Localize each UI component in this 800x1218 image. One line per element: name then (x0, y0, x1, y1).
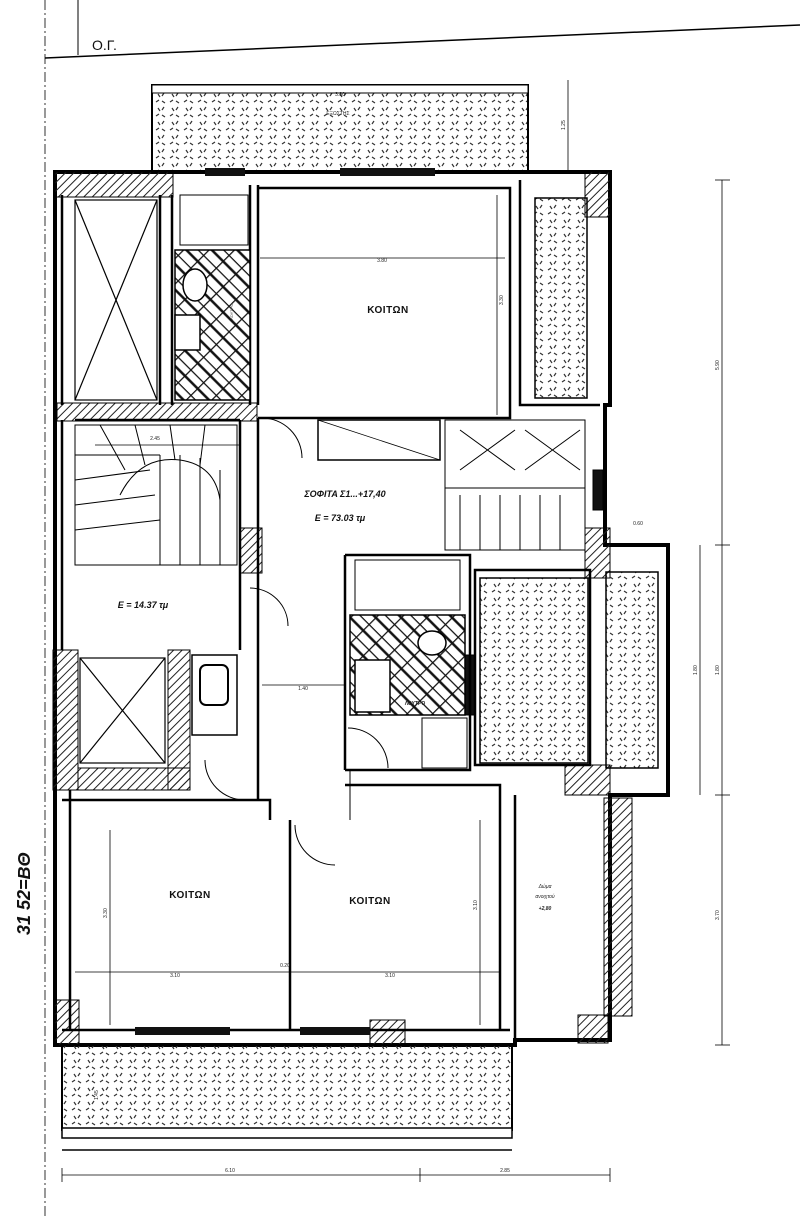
spiral-stair (74, 424, 238, 566)
outer-walls (53, 170, 670, 1047)
bath-left-label: ΛΟΥΤΡΟ (229, 304, 234, 320)
dim-bed-l-width: 3.10 (170, 973, 180, 979)
terrace-note-1: Δώμα (538, 883, 552, 890)
dim-overall-b: 2.85 (500, 1168, 510, 1174)
dim-small-gap: 0.60 (633, 521, 643, 527)
dim-bedroom-depth: 3.30 (499, 295, 505, 305)
main-title: ΣΟΦΙΤΑ Σ1...+17,40 (303, 489, 385, 499)
dim-bottom-depth: 1.45 (94, 1090, 100, 1100)
bathroom-right: ΛΟΥΤΡΟ (349, 559, 468, 769)
dimension-lines (61, 80, 730, 1182)
balcony-top: ΕΞΩΣΤΗΣ 3.80 (151, 84, 529, 172)
dim-mid-wall: 0.20 (280, 963, 290, 969)
balcony-top-label: ΕΞΩΣΤΗΣ (326, 111, 349, 117)
dim-bed-depth-l: 3.30 (103, 908, 109, 918)
room-bedroom-right: ΚΟΙΤΩΝ (349, 896, 391, 907)
terrace-note-3: +2,80 (539, 906, 552, 912)
right-balconies (479, 197, 659, 1017)
boundary-label: Ο.Γ. (92, 37, 117, 53)
dim-top-width: 3.80 (335, 92, 345, 98)
doors (204, 417, 389, 866)
dim-bed-r-width: 3.10 (385, 973, 395, 979)
dim-right-b: 1.80 (715, 665, 721, 675)
property-boundary: Ο.Γ. (44, 0, 800, 1218)
dim-right-a: 5.90 (715, 360, 721, 370)
interior-walls (60, 180, 600, 1040)
windows (135, 168, 435, 1035)
dim-right-c: 3.70 (715, 910, 721, 920)
side-label: 31 52=ΒΘ (14, 852, 34, 935)
dim-top-depth: 1.25 (561, 120, 567, 130)
dim-bed-depth-r: 3.10 (473, 900, 479, 910)
terrace-note-2: ανοιχτού (535, 893, 555, 900)
dimension-texts: 3.80 3.30 2.45 1.40 3.10 0.20 3.10 3.30 … (94, 120, 721, 1174)
main-area: Ε = 73.03 τμ (315, 513, 366, 523)
dim-overall-a: 6.10 (225, 1168, 235, 1174)
bathroom-top-left: ΛΟΥΤΡΟ (174, 194, 251, 401)
bath-right-label: ΛΟΥΤΡΟ (405, 701, 426, 707)
shafts (74, 199, 166, 764)
stair-area: Ε = 14.37 τμ (118, 600, 169, 610)
room-bedroom-top: ΚΟΙΤΩΝ (367, 305, 409, 316)
dim-right-b: 1.80 (693, 665, 699, 675)
wall-blocks (52, 171, 611, 1046)
dim-stair-width: 2.45 (150, 436, 160, 442)
room-bedroom-left: ΚΟΙΤΩΝ (169, 890, 211, 901)
right-stair (444, 419, 586, 551)
dim-hall-width: 1.40 (298, 686, 308, 692)
balcony-bottom (61, 1044, 513, 1151)
dim-bedroom-width: 3.80 (377, 258, 387, 264)
